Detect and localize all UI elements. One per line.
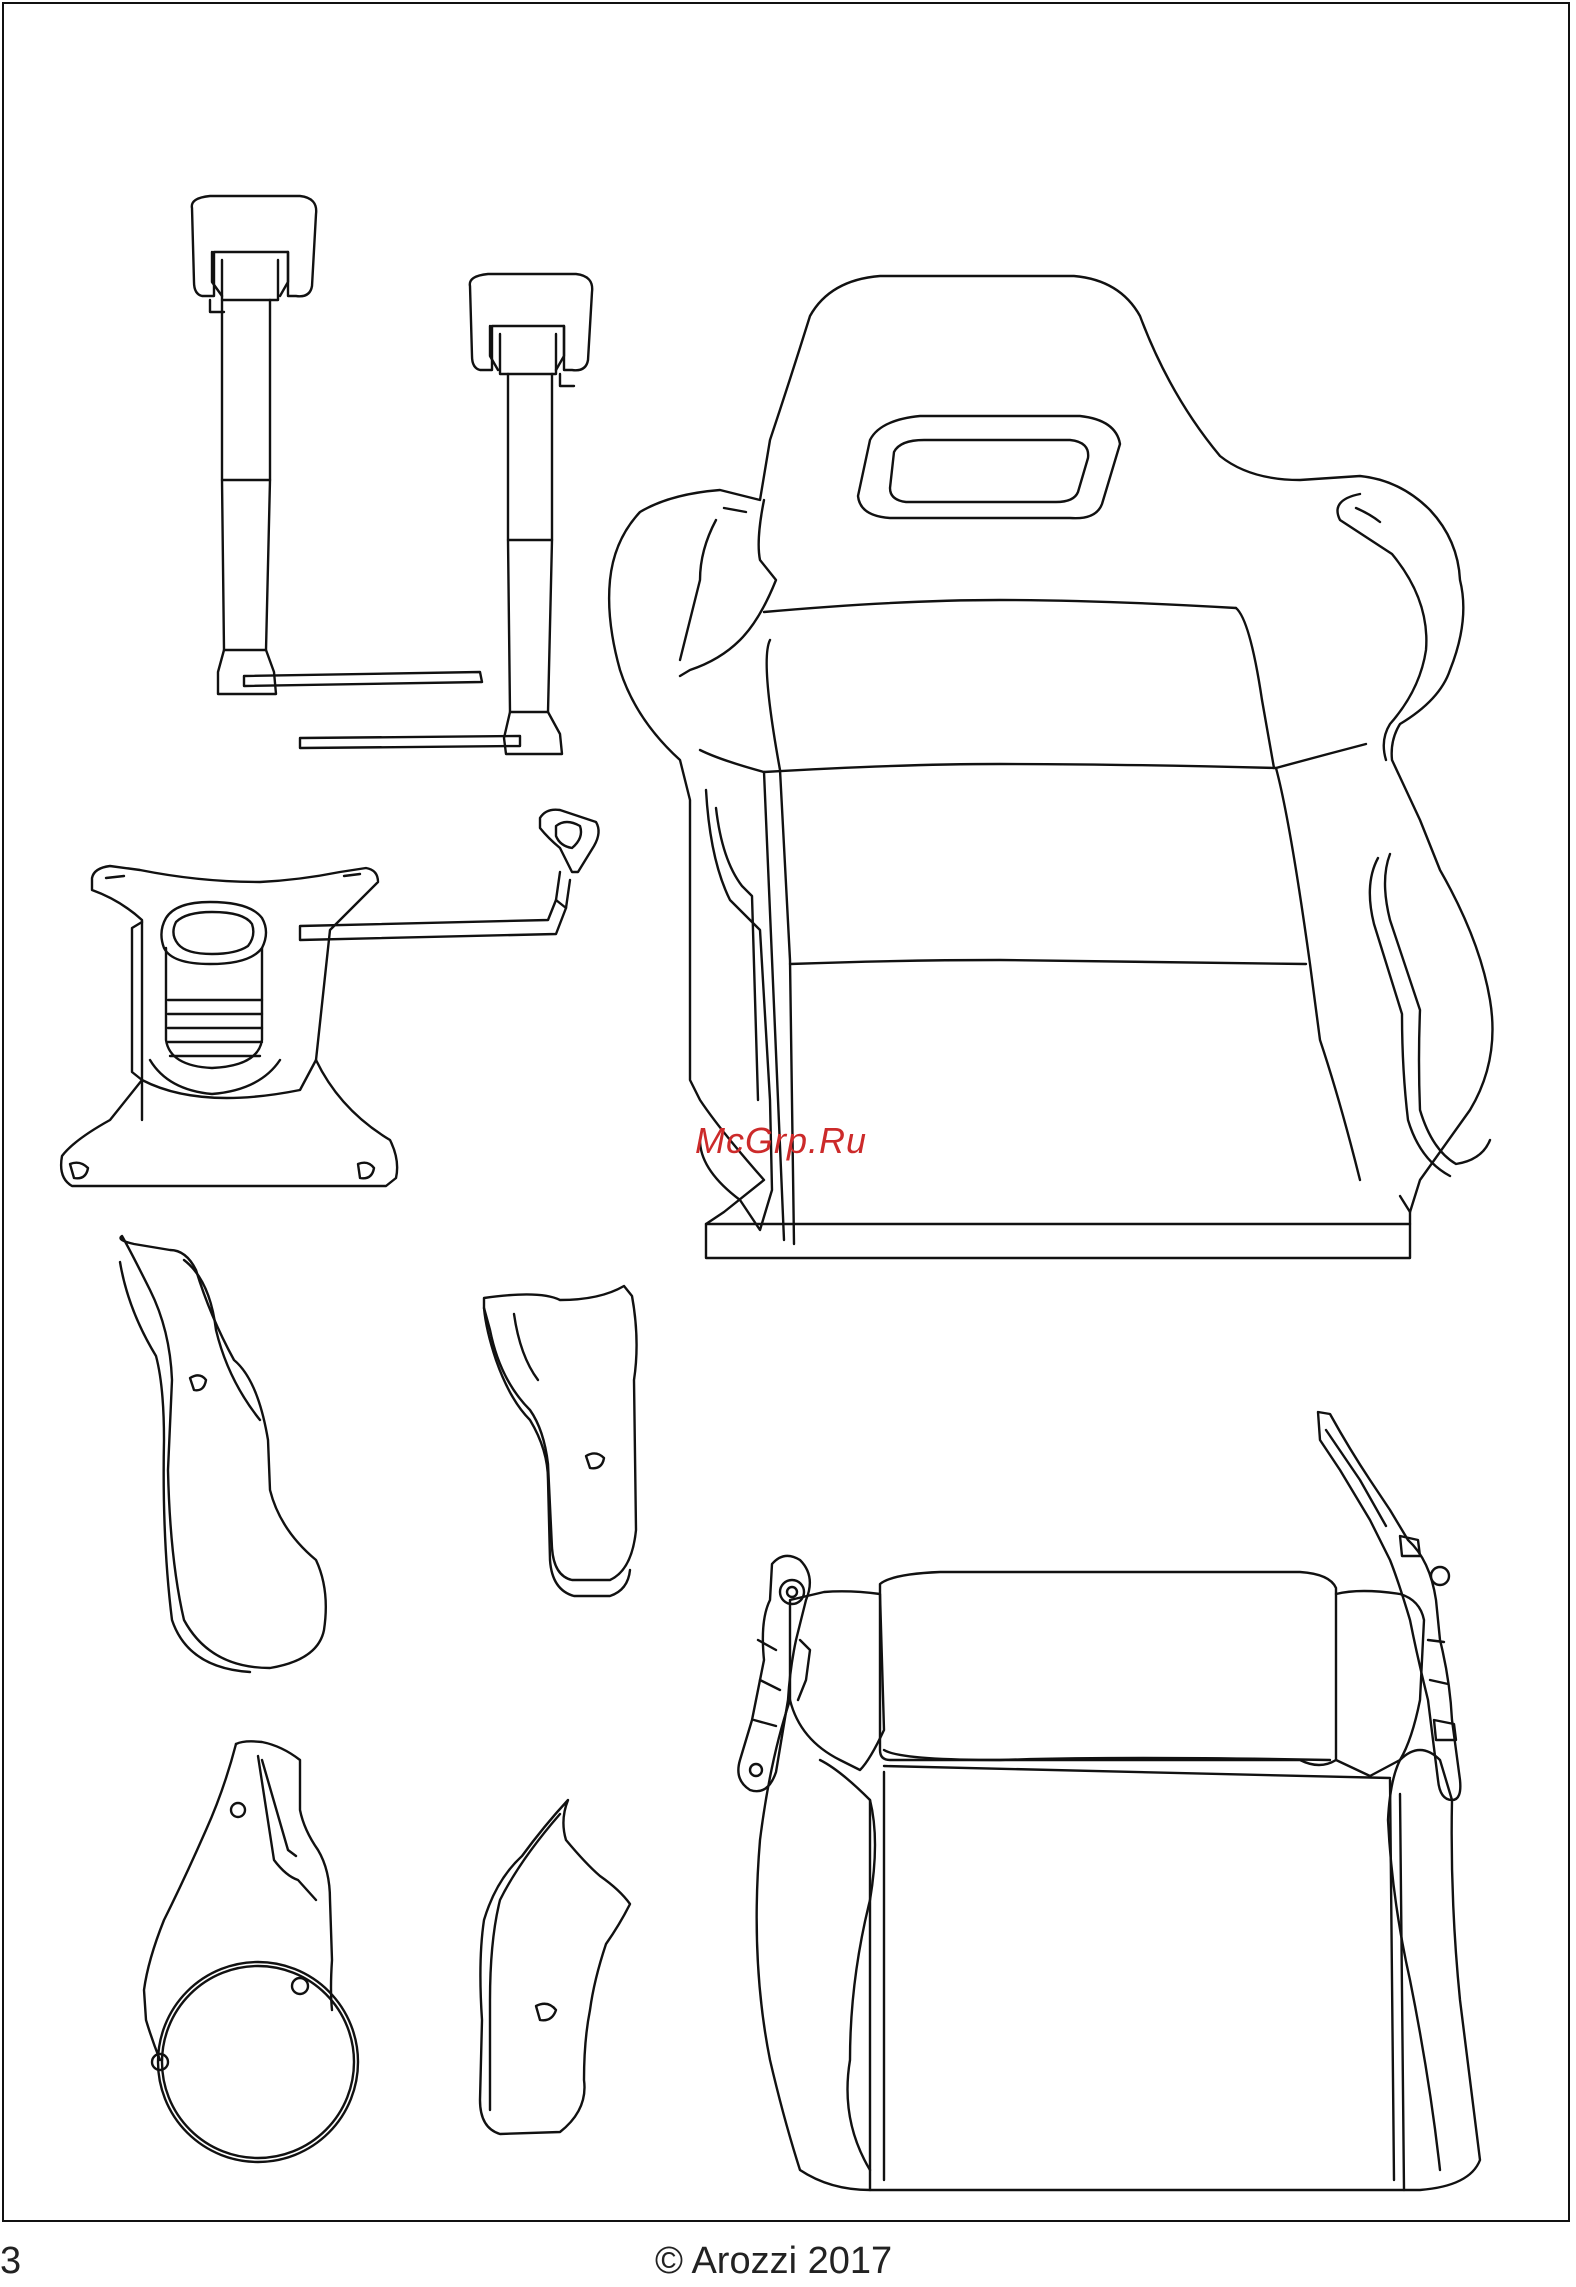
backrest	[609, 276, 1492, 1258]
side-cover-right-inner	[480, 1800, 630, 2134]
page-number: 3	[0, 2240, 21, 2283]
side-cover-left-inner	[484, 1286, 637, 1596]
seat-cushion	[738, 1412, 1480, 2190]
copyright-text: © Arozzi 2017	[655, 2240, 892, 2283]
side-cover-left-outer	[120, 1236, 326, 1672]
tilt-mechanism	[61, 810, 598, 1186]
armrest-left	[192, 196, 482, 694]
watermark: McGrp.Ru	[695, 1120, 867, 1162]
side-cover-right-outer	[144, 1741, 358, 2162]
